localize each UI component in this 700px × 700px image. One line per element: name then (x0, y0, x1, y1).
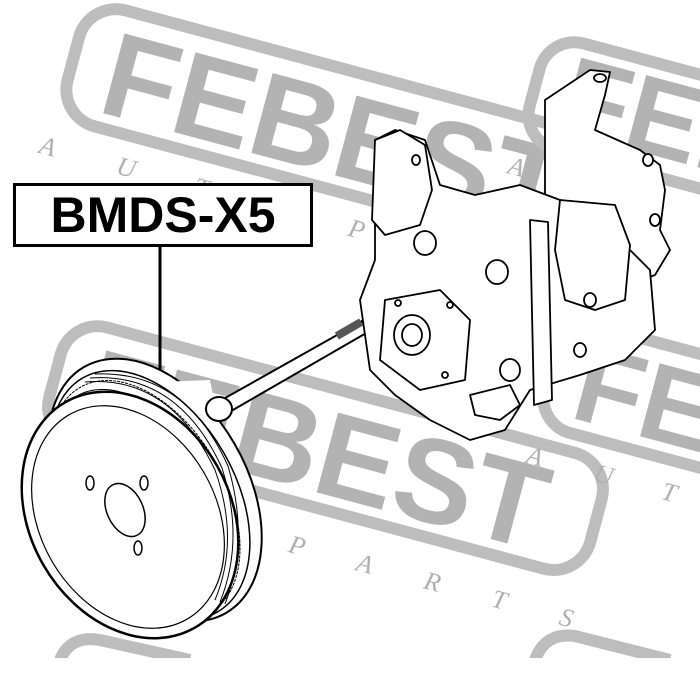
bolt-head (205, 396, 233, 422)
bolt (205, 318, 370, 422)
power-steering-pump (359, 69, 671, 441)
svg-text:P: P (285, 529, 309, 561)
watermark-badge-bottom-left (54, 633, 192, 666)
pulley-bolt-hole (133, 540, 143, 556)
svg-text:T: T (489, 584, 512, 616)
svg-text:R: R (420, 566, 444, 598)
svg-text:A: A (352, 547, 377, 580)
pump-strut (529, 219, 553, 406)
svg-text:P: P (344, 213, 368, 245)
bolt-thread (334, 318, 364, 340)
pump-reservoir (554, 199, 631, 311)
part-number-text: BMDS-X5 (50, 187, 276, 243)
svg-text:S: S (556, 602, 576, 633)
pulley (20, 357, 263, 640)
svg-text:A: A (34, 130, 59, 163)
svg-text:U: U (114, 151, 142, 184)
watermark-badge-bottom-right (529, 629, 672, 666)
pulley-bolt-hole (85, 475, 95, 491)
pulley-center-hole (104, 482, 146, 538)
pump-fitting (469, 384, 521, 421)
part-number-label: BMDS-X5 (13, 183, 313, 247)
pulley-bolt-hole (139, 475, 149, 491)
svg-text:T: T (659, 476, 682, 508)
